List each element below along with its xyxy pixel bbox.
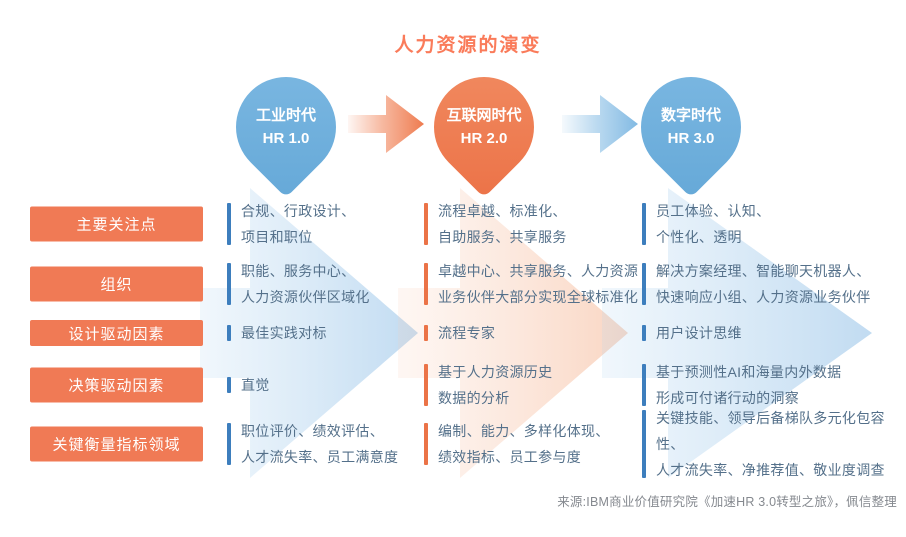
cell-text: 最佳实践对标 [241,325,327,341]
bullet-bar-icon [642,203,646,245]
cell-text: 编制、能力、多样化体现、 绩效指标、员工参与度 [438,423,610,465]
cell-text: 直觉 [241,377,270,393]
cell-hr3-decision-driver: 基于预测性AI和海量内外数据 形成可付诸行动的洞察 [642,359,906,411]
cell-hr2-design-driver: 流程专家 [424,320,640,346]
cell-text: 基于人力资源历史 数据的分析 [438,364,553,406]
comparison-row-design-driver: 设计驱动因素 最佳实践对标 流程专家 用户设计思维 [0,320,906,346]
row-label-organization: 组织 [30,266,203,302]
cell-hr1-decision-driver: 直觉 [227,372,425,398]
era-version: HR 2.0 [460,130,508,147]
era-pin-text: 互联网时代 HR 2.0 [434,77,534,177]
cell-hr3-focus: 员工体验、认知、 个性化、透明 [642,198,906,250]
cell-text: 合规、行政设计、 项目和职位 [241,203,356,245]
watermark-arrow-icon [200,188,418,478]
cell-text: 流程专家 [438,325,496,341]
arrow-right-icon [562,95,638,153]
cell-hr3-organization: 解决方案经理、智能聊天机器人、 快速响应小组、人力资源业务伙伴 [642,258,906,310]
comparison-row-decision-driver: 决策驱动因素 直觉 基于人力资源历史 数据的分析 基于预测性AI和海量内外数据 … [0,359,906,411]
era-name: 互联网时代 [446,107,522,124]
bullet-bar-icon [227,377,231,393]
bullet-bar-icon [227,423,231,465]
comparison-row-focus: 主要关注点 合规、行政设计、 项目和职位 流程卓越、标准化、 自助服务、共享服务… [0,198,906,250]
bullet-bar-icon [424,263,428,305]
era-name: 工业时代 [255,107,316,124]
comparison-row-key-metrics: 关键衡量指标领域 职位评价、绩效评估、 人才流失率、员工满意度 编制、能力、多样… [0,410,906,478]
row-label-decision-driver: 决策驱动因素 [30,367,203,403]
era-name: 数字时代 [660,107,721,124]
cell-hr2-decision-driver: 基于人力资源历史 数据的分析 [424,359,640,411]
bullet-bar-icon [227,263,231,305]
cell-text: 用户设计思维 [656,325,742,341]
watermark-arrow-icon [398,188,628,478]
era-pin-text: 数字时代 HR 3.0 [641,77,741,177]
era-version: HR 3.0 [667,130,715,147]
cell-hr1-focus: 合规、行政设计、 项目和职位 [227,198,425,250]
bullet-bar-icon [642,263,646,305]
bullet-bar-icon [227,325,231,341]
arrow-right-icon [348,95,424,153]
cell-hr3-design-driver: 用户设计思维 [642,320,906,346]
source-note: 来源:IBM商业价值研究院《加速HR 3.0转型之旅》，佩信整理 [557,495,897,509]
era-pin-text: 工业时代 HR 1.0 [236,77,336,177]
cell-text: 流程卓越、标准化、 自助服务、共享服务 [438,203,567,245]
bullet-bar-icon [424,423,428,465]
cell-hr2-organization: 卓越中心、共享服务、人力资源 业务伙伴大部分实现全球标准化 [424,258,640,310]
era-pin-hr1: 工业时代 HR 1.0 [215,56,357,198]
era-version: HR 1.0 [262,130,310,147]
bullet-bar-icon [424,364,428,406]
cell-hr1-key-metrics: 职位评价、绩效评估、 人才流失率、员工满意度 [227,418,425,470]
cell-text: 员工体验、认知、 个性化、透明 [656,203,771,245]
bullet-bar-icon [642,325,646,341]
cell-text: 解决方案经理、智能聊天机器人、 快速响应小组、人力资源业务伙伴 [656,263,871,305]
cell-text: 基于预测性AI和海量内外数据 形成可付诸行动的洞察 [656,364,842,406]
watermark-arrow-icon [602,188,872,478]
bullet-bar-icon [227,203,231,245]
cell-hr1-organization: 职能、服务中心、 人力资源伙伴区域化 [227,258,425,310]
comparison-row-organization: 组织 职能、服务中心、 人力资源伙伴区域化 卓越中心、共享服务、人力资源 业务伙… [0,258,906,310]
cell-hr1-design-driver: 最佳实践对标 [227,320,425,346]
era-pin-hr3: 数字时代 HR 3.0 [620,56,762,198]
cell-hr2-key-metrics: 编制、能力、多样化体现、 绩效指标、员工参与度 [424,418,640,470]
row-label-key-metrics: 关键衡量指标领域 [30,426,203,462]
cell-text: 职能、服务中心、 人力资源伙伴区域化 [241,263,370,305]
row-label-focus: 主要关注点 [30,206,203,242]
bullet-bar-icon [424,203,428,245]
cell-text: 关键技能、领导后备梯队多元化包容性、 人才流失率、净推荐值、敬业度调查 [656,410,885,478]
cell-hr3-key-metrics: 关键技能、领导后备梯队多元化包容性、 人才流失率、净推荐值、敬业度调查 [642,405,906,483]
bullet-bar-icon [642,364,646,406]
bullet-bar-icon [642,410,646,478]
bullet-bar-icon [424,325,428,341]
era-pin-hr2: 互联网时代 HR 2.0 [413,56,555,198]
cell-text: 职位评价、绩效评估、 人才流失率、员工满意度 [241,423,399,465]
cell-hr2-focus: 流程卓越、标准化、 自助服务、共享服务 [424,198,640,250]
page-title: 人力资源的演变 [394,35,542,56]
cell-text: 卓越中心、共享服务、人力资源 业务伙伴大部分实现全球标准化 [438,263,639,305]
row-label-design-driver: 设计驱动因素 [30,320,203,346]
